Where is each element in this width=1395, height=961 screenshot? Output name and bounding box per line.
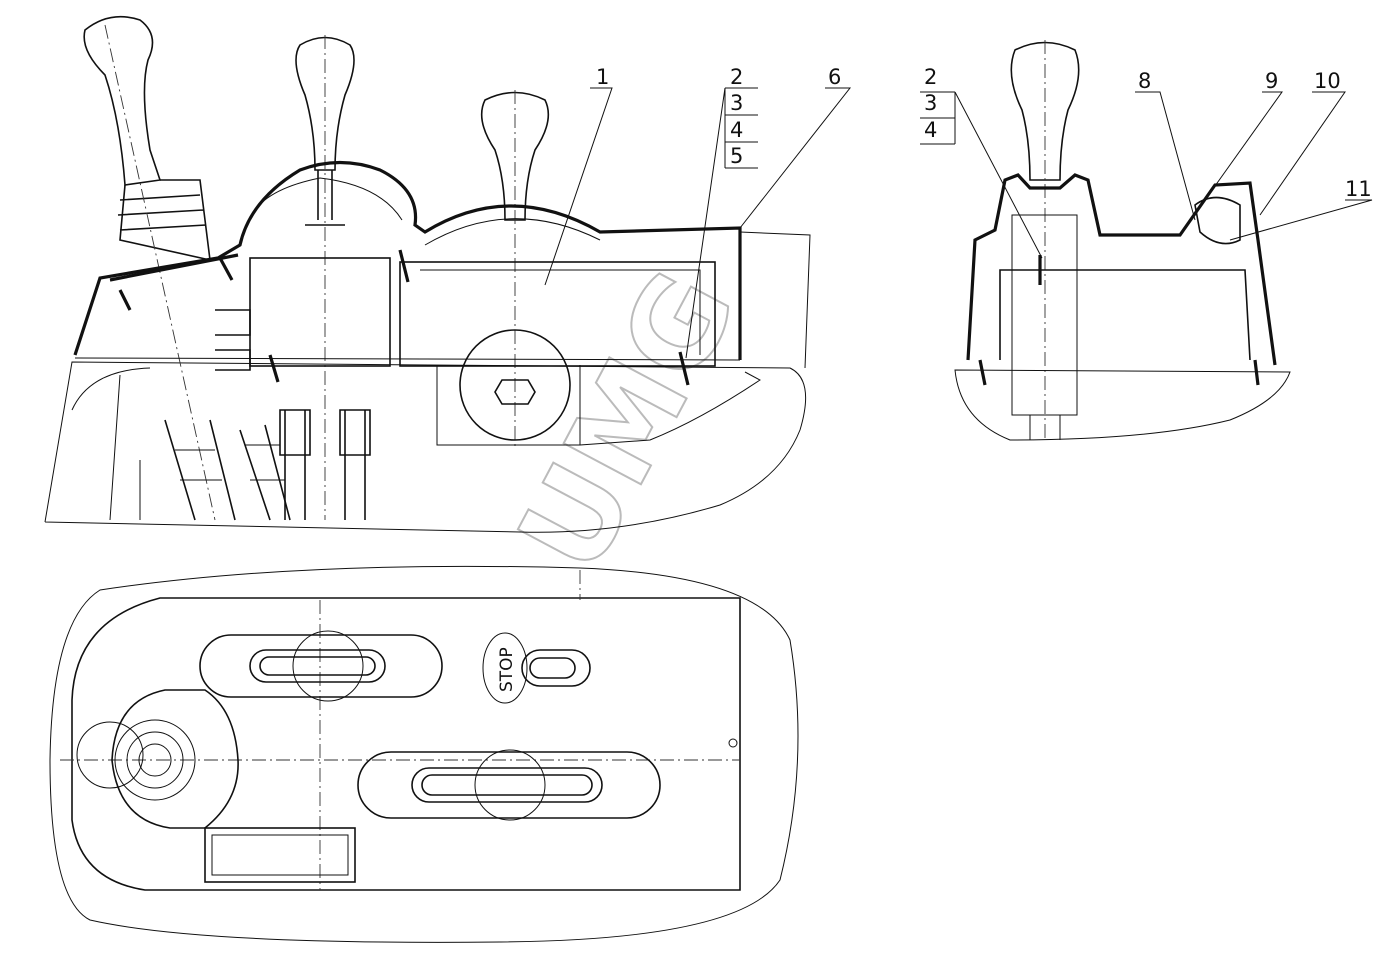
console-base-outline	[44, 361, 807, 533]
watermark: UMG	[493, 250, 764, 594]
plan-outer-outline	[49, 565, 799, 943]
plan-panel	[71, 597, 741, 891]
svg-text:5: 5	[730, 144, 743, 168]
svg-text:STOP: STOP	[497, 647, 517, 692]
svg-text:3: 3	[924, 91, 937, 115]
svg-text:4: 4	[730, 118, 743, 142]
svg-text:3: 3	[730, 91, 743, 115]
label-plate	[204, 827, 356, 883]
svg-text:6: 6	[828, 65, 841, 89]
svg-text:2: 2	[730, 65, 743, 89]
svg-text:9: 9	[1265, 69, 1278, 93]
callout-11: 11	[1229, 177, 1373, 241]
callout-8: 8	[1135, 69, 1196, 221]
middle-lever	[295, 35, 355, 520]
svg-text:4: 4	[924, 118, 937, 142]
callout-6: 6	[739, 65, 852, 229]
stop-button: STOP	[482, 632, 591, 704]
joystick-base	[76, 689, 239, 829]
housing-box	[399, 261, 716, 367]
end-view: 2 3 4 8 9 10 11	[920, 40, 1373, 441]
svg-text:1: 1	[596, 65, 609, 89]
svg-text:2: 2	[924, 65, 937, 89]
callout-10: 10	[1259, 69, 1346, 216]
callout-2-4-end: 2 3 4	[920, 65, 1043, 259]
callout-2-5: 2 3 4 5	[685, 65, 758, 359]
svg-text:8: 8	[1138, 69, 1151, 93]
valve-block	[249, 257, 391, 367]
plan-view: STOP	[49, 565, 799, 943]
slot-upper	[199, 630, 443, 702]
callout-1: 1	[544, 65, 613, 286]
slot-lower	[357, 749, 661, 821]
end-cover-shell	[966, 173, 1277, 366]
svg-text:10: 10	[1314, 69, 1341, 93]
callout-9: 9	[1204, 69, 1283, 201]
svg-text:11: 11	[1345, 177, 1372, 201]
side-view: 1 2 3 4 5 6	[44, 15, 852, 533]
